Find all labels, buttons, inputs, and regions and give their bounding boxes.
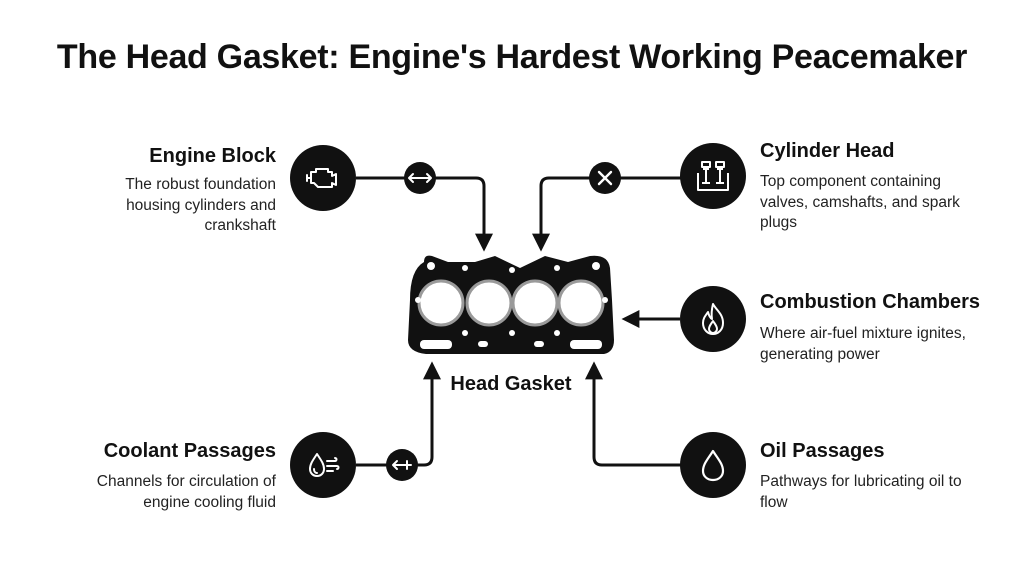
coolant-passages-description: Channels for circulation of engine cooli… — [96, 473, 276, 511]
combustion-chambers-node — [680, 286, 746, 352]
coolant-passages-node — [290, 432, 356, 498]
engine-block-title: Engine Block — [149, 145, 276, 167]
engine-block-connector — [356, 176, 493, 252]
engine-icon — [306, 168, 337, 188]
cylinder-head-description: Top component containing valves, camshaf… — [760, 173, 960, 231]
oil-passages-description: Pathways for lubricating oil to flow — [760, 473, 962, 511]
oil-passages-connector — [585, 361, 684, 467]
oil-drop-icon — [701, 449, 725, 482]
oil-passages-title: Oil Passages — [760, 440, 885, 462]
head-gasket-icon — [408, 255, 614, 354]
double-arrow-icon — [404, 162, 436, 194]
cylinder-head-node — [680, 143, 746, 209]
combustion-chambers-description: Where air-fuel mixture ignites, generati… — [760, 325, 966, 363]
coolant-passages-title: Coolant Passages — [103, 440, 276, 462]
flame-icon — [702, 303, 724, 335]
x-icon — [589, 162, 621, 194]
combustion-chambers-title: Combustion Chambers — [760, 291, 981, 313]
arrow-return-icon — [386, 449, 418, 481]
head-gasket-label: Head Gasket — [450, 373, 572, 395]
cylinder-head-title: Cylinder Head — [760, 140, 895, 162]
engine-block-description: The robust foundation housing cylinders … — [125, 176, 276, 234]
cylinder-head-connector — [532, 176, 690, 252]
valves-icon — [697, 161, 729, 191]
oil-passages-node — [680, 432, 746, 498]
engine-block-node — [290, 145, 356, 211]
page-title: The Head Gasket: Engine's Hardest Workin… — [56, 38, 968, 76]
coolant-passages-connector — [356, 361, 441, 467]
coolant-icon — [309, 453, 340, 477]
